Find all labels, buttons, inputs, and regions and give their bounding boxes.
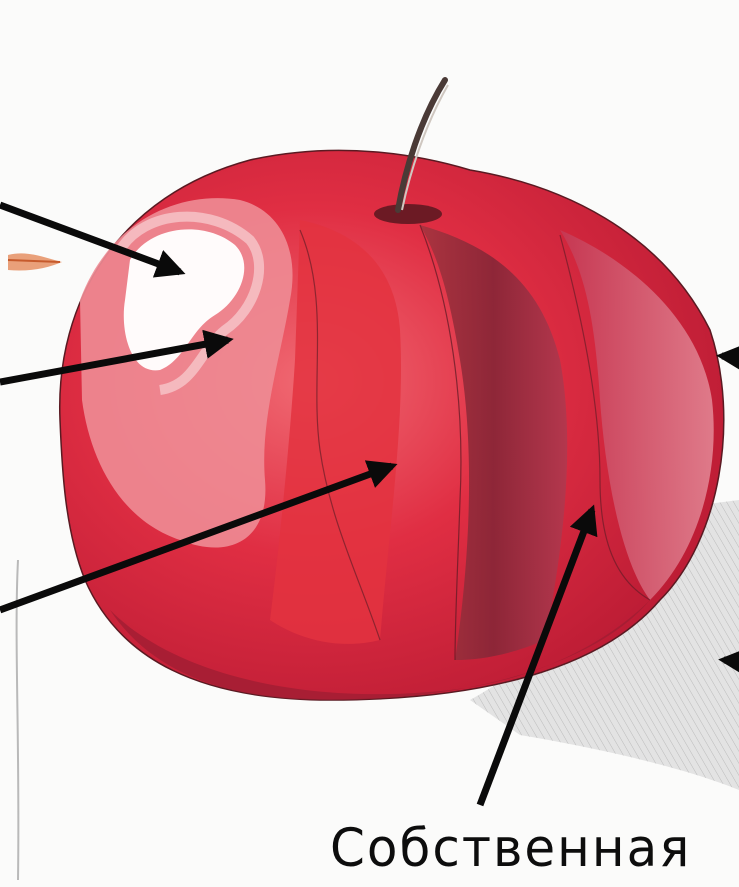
caption-label: Собственная [330, 822, 691, 875]
apple-body [60, 150, 724, 700]
pencil-line [17, 560, 19, 880]
arrow-reflex [722, 356, 739, 360]
arrow-cast-shadow [724, 660, 739, 664]
leaf-fragment [8, 253, 62, 270]
